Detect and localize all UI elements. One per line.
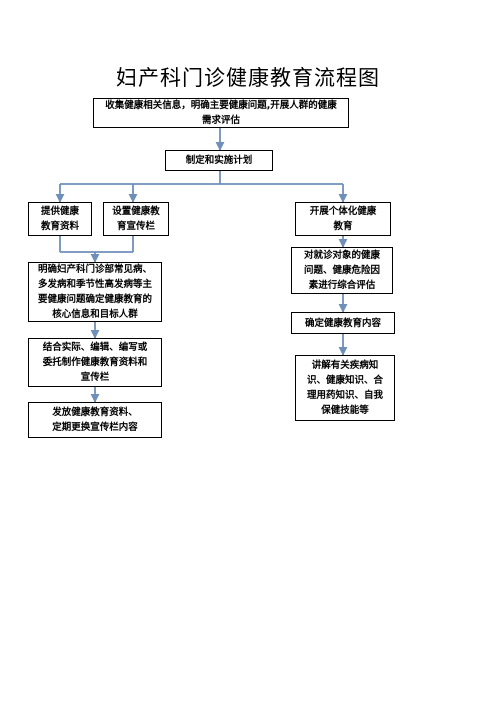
- plan-box: 制定和实施计划: [165, 150, 273, 171]
- provide-materials-box: 提供健康 教育资料: [28, 202, 92, 236]
- explain-box: 讲解有关疾病知 识、健康知识、合 理用药知识、自我 保健技能等: [295, 355, 395, 421]
- assess-box: 对就诊对象的健康 问题、健康危险因 素进行综合评估: [291, 247, 393, 294]
- collect-info-box: 收集健康相关信息，明确主要健康问题,开展人群的健康 需求评估: [93, 98, 349, 128]
- compile-materials-box: 结合实际、编辑、编写或 委托制作健康教育资料和 宣传栏: [28, 338, 162, 387]
- set-board-box: 设置健康教 育宣传栏: [103, 202, 169, 236]
- content-box: 确定健康教育内容: [291, 312, 395, 334]
- distribute-box: 发放健康教育资料、 定期更换宣传栏内容: [28, 402, 162, 438]
- clarify-issues-box: 明确妇产科门诊部常见病、 多发病和季节性高发病等主 要健康问题确定健康教育的 核…: [28, 262, 162, 322]
- page-title: 妇产科门诊健康教育流程图: [116, 66, 380, 90]
- individual-education-box: 开展个体化健康 教育: [295, 202, 391, 236]
